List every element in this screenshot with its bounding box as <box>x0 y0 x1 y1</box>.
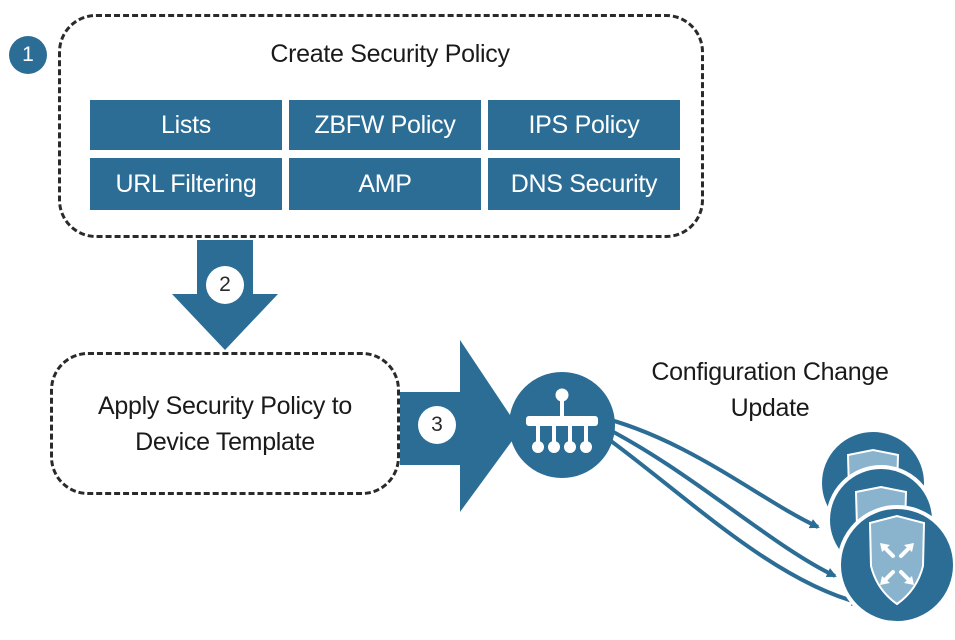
apply-policy-line-1: Apply Security Policy to <box>97 392 353 420</box>
create-security-policy-title: Create Security Policy <box>270 40 510 68</box>
update-arrows <box>598 415 862 606</box>
apply-policy-line-2: Device Template <box>135 428 315 456</box>
network-hub-icon <box>509 372 615 478</box>
tile-lists: Lists <box>90 100 282 150</box>
tile-amp: AMP <box>289 158 481 210</box>
apply-policy-box <box>50 352 400 495</box>
tile-zbfw-policy: ZBFW Policy <box>289 100 481 150</box>
create-security-policy-box <box>58 14 704 238</box>
security-router-icon <box>818 428 955 625</box>
config-update-line-1: Configuration Change <box>651 358 889 386</box>
tile-url-filtering: URL Filtering <box>90 158 282 210</box>
tile-ips-policy: IPS Policy <box>488 100 680 150</box>
right-arrow <box>400 340 520 512</box>
tile-dns-security: DNS Security <box>488 158 680 210</box>
step-1-badge: 1 <box>9 36 47 74</box>
config-update-line-2: Update <box>730 394 810 422</box>
step-3-badge: 3 <box>418 406 456 444</box>
step-2-badge: 2 <box>206 266 244 304</box>
